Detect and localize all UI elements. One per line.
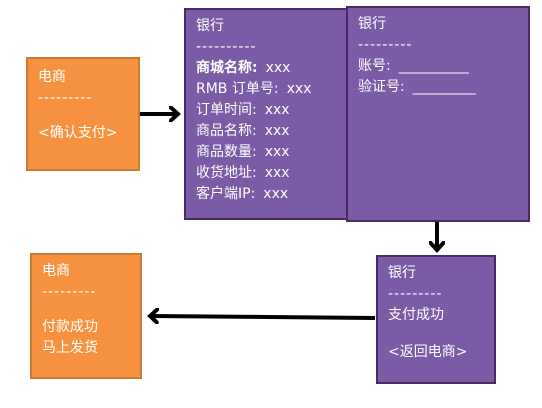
bank-order-box: 银行 ---------- 商城名称: xxx RMB 订单号: xxx 订单时间:… [184,8,350,220]
field-label: RMB 订单号: [196,81,279,97]
box-divider: --------- [42,284,97,300]
ship-now-text: 马上发货 [42,340,98,356]
bank-login-box: 银行 --------- 账号: __________ 验证号: _________ [346,6,530,222]
field-value: xxx [264,144,290,160]
arrow-success-to-ecommerce [150,316,376,318]
account-input[interactable]: __________ [398,58,469,74]
box-title: 电商 [38,69,66,85]
box-title: 银行 [358,16,386,32]
field-value: xxx [265,60,291,76]
box-divider: ---------- [196,39,257,55]
box-title: 银行 [196,18,224,34]
field-product-name: 商品名称: xxx [196,121,338,142]
field-order-number: RMB 订单号: xxx [196,79,338,100]
field-value: xxx [286,81,312,97]
field-client-ip: 客户端IP: xxx [196,184,338,205]
account-field: 账号: __________ [358,56,518,77]
field-label: 商品数量: [196,144,257,160]
field-label: 订单时间: [196,102,257,118]
box-title: 电商 [42,263,70,279]
return-to-ecommerce-button[interactable]: <返回电商> [388,344,468,360]
field-label: 验证号: [358,79,405,95]
field-value: xxx [264,165,290,181]
field-label: 商品名称: [196,123,257,139]
field-value: xxx [264,102,290,118]
field-label: 账号: [358,58,391,74]
field-order-time: 订单时间: xxx [196,100,338,121]
ecommerce-confirm-box: 电商 --------- <确认支付> [26,57,140,171]
bank-success-box: 银行 --------- 支付成功 <返回电商> [376,255,496,384]
field-label: 收货地址: [196,165,257,181]
verification-input[interactable]: _________ [412,79,476,95]
ecommerce-shipping-box: 电商 --------- 付款成功 马上发货 [30,253,142,379]
box-divider: --------- [38,90,93,106]
box-divider: --------- [388,286,443,302]
payment-success-text: 付款成功 [42,319,98,335]
verification-field: 验证号: _________ [358,77,518,98]
box-divider: --------- [358,37,413,53]
field-value: xxx [264,123,290,139]
field-mall-name: 商城名称: xxx [196,58,338,79]
field-label: 商城名称: [196,60,258,76]
box-title: 银行 [388,265,416,281]
field-value: xxx [263,186,289,202]
field-shipping-address: 收货地址: xxx [196,163,338,184]
field-label: 客户端IP: [196,186,256,202]
field-product-quantity: 商品数量: xxx [196,142,338,163]
payment-success-text: 支付成功 [388,307,444,323]
confirm-payment-button[interactable]: <确认支付> [38,125,118,141]
